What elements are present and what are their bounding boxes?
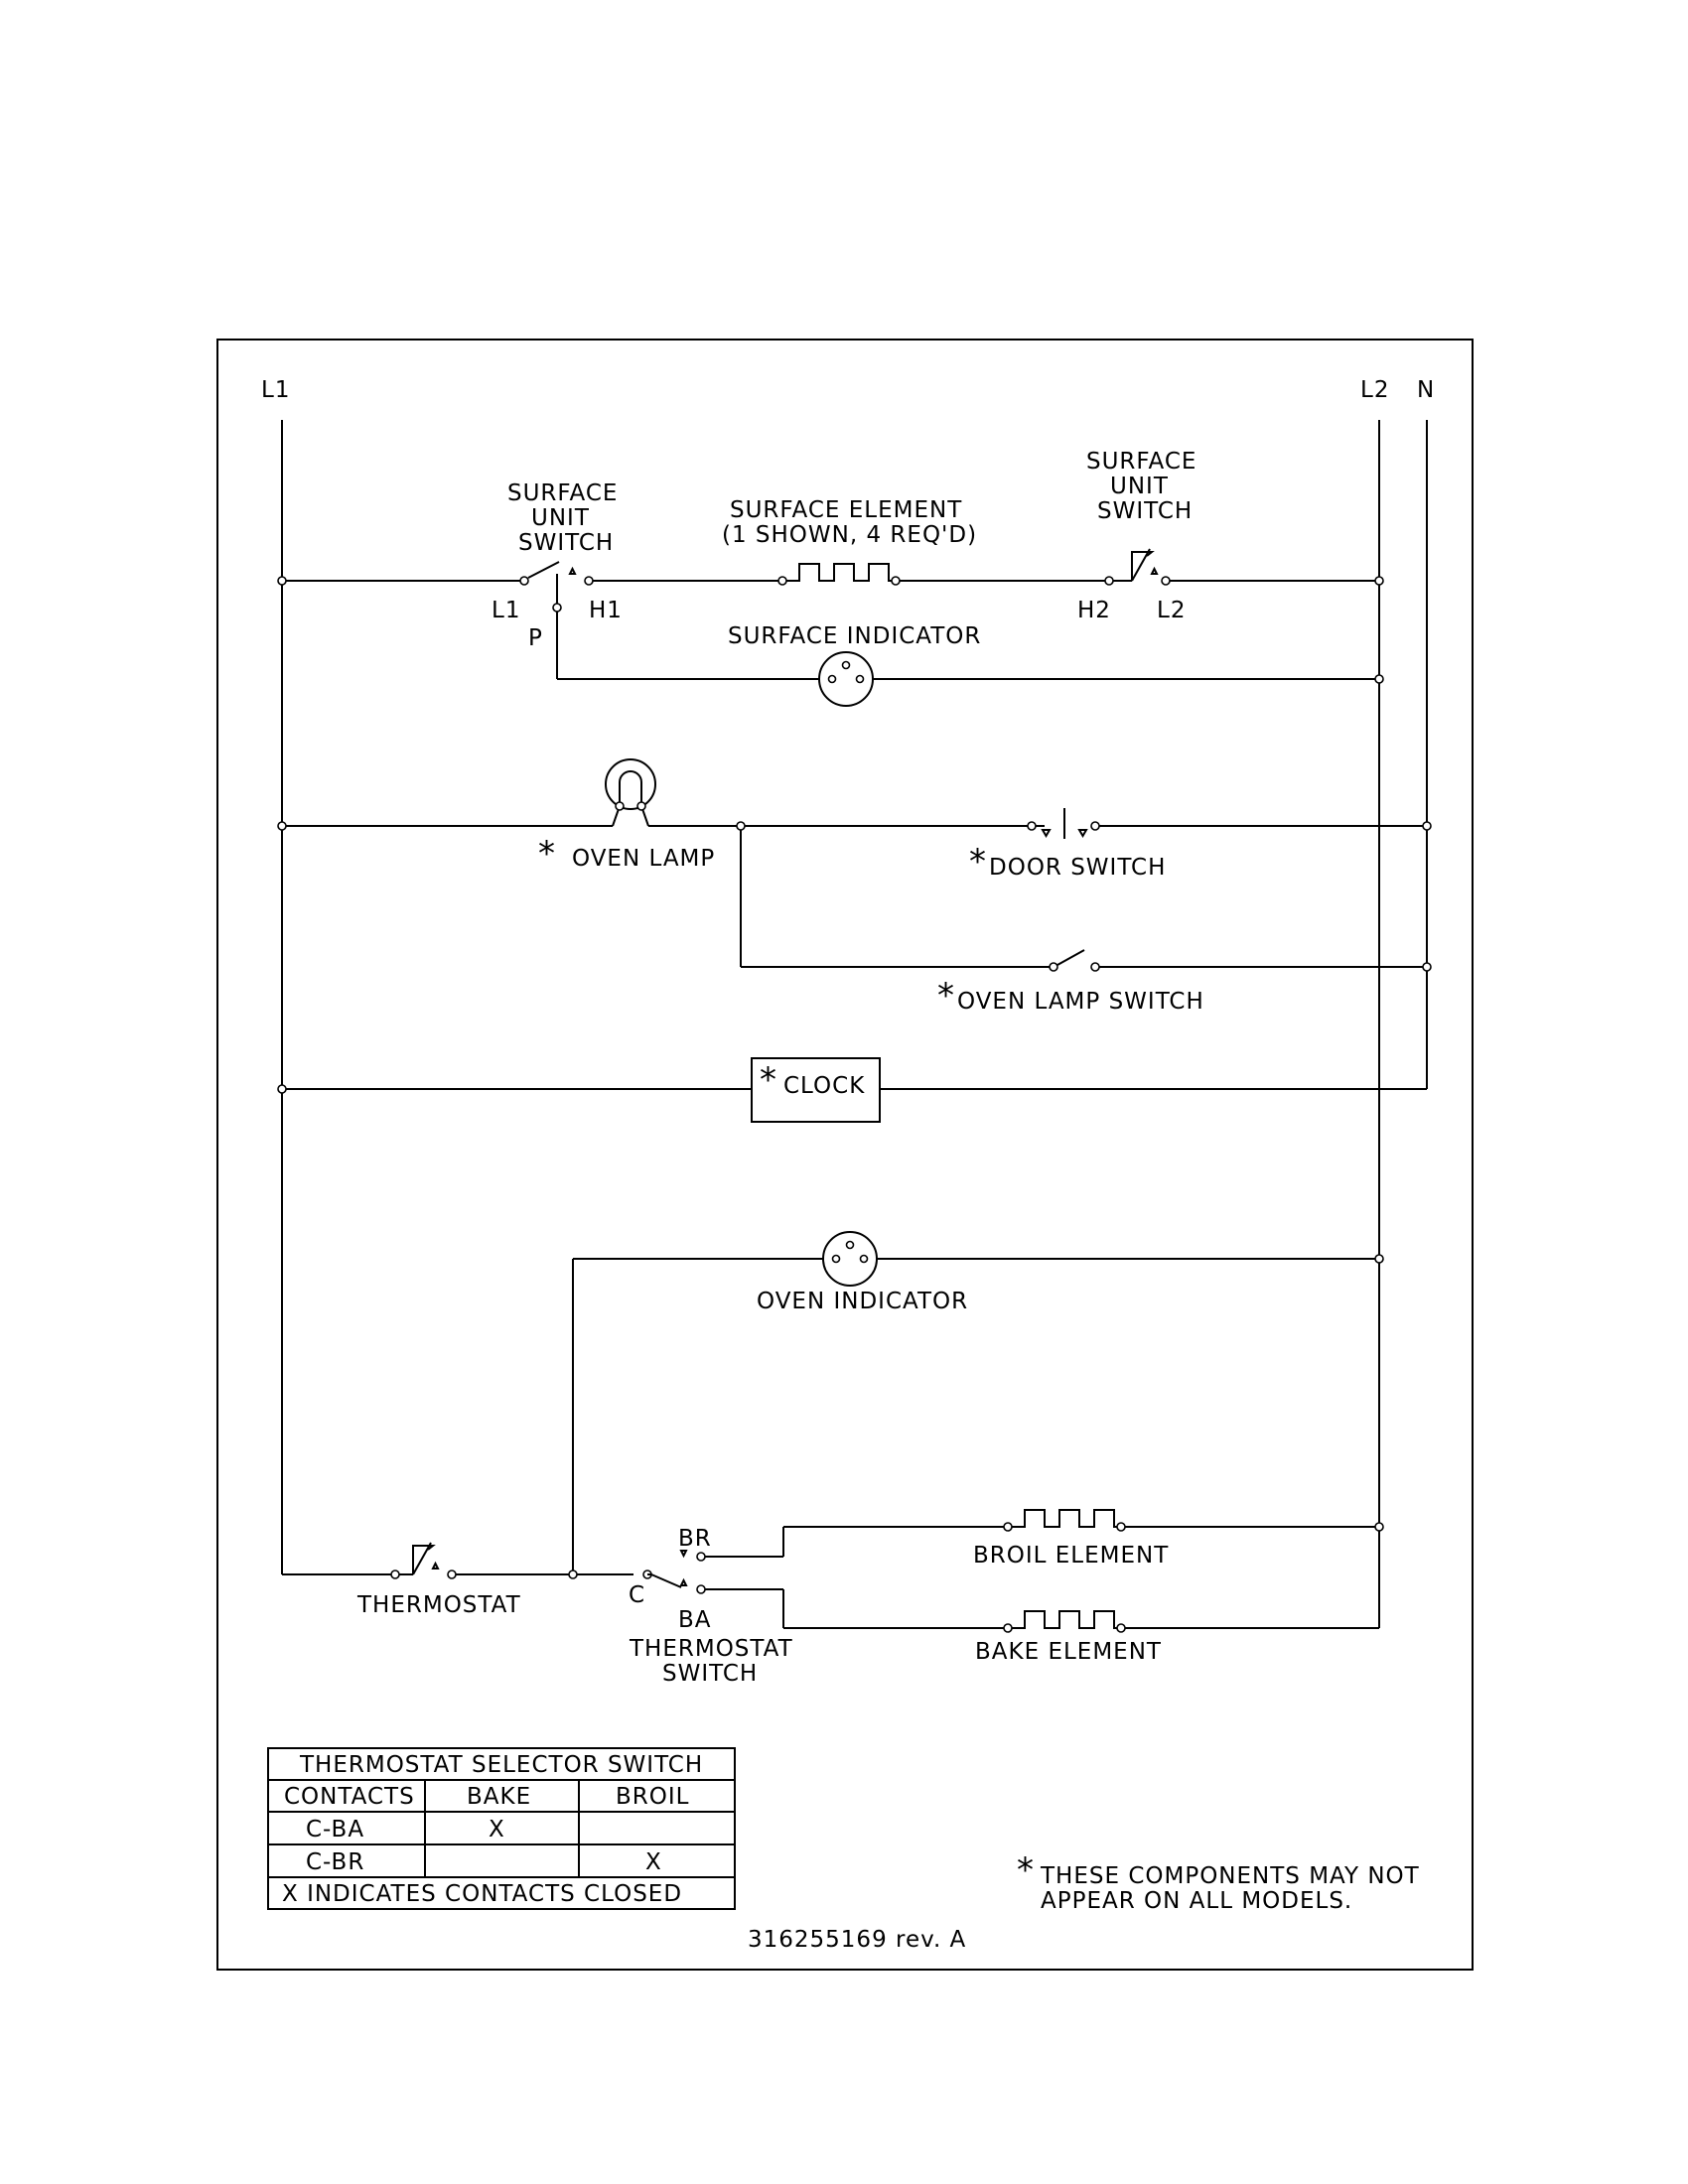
oven-indicator-circuit <box>572 1231 1384 1574</box>
selector-table-header-bake: BAKE <box>467 1784 531 1810</box>
thermostat-switch-title-1: THERMOSTAT <box>629 1636 793 1662</box>
thermostat-switch-br: BR <box>678 1526 712 1552</box>
note-asterisk: * <box>1017 1850 1035 1890</box>
thermostat-switch-ba: BA <box>678 1607 712 1633</box>
surface-switch-right-l2: L2 <box>1157 598 1186 623</box>
thermostat-label: THERMOSTAT <box>356 1592 521 1618</box>
oven-lamp-asterisk: * <box>538 834 556 874</box>
surface-element-note: (1 SHOWN, 4 REQ'D) <box>722 522 977 548</box>
surface-switch-left-title-1: SURFACE <box>507 480 618 506</box>
surface-switch-left-l1: L1 <box>492 598 520 623</box>
surface-switch-left-p: P <box>528 625 543 651</box>
surface-switch-left-title-2: UNIT <box>531 505 590 531</box>
part-number: 316255169 rev. A <box>748 1927 966 1953</box>
rail-label-l1: L1 <box>261 377 290 403</box>
selector-table-title: THERMOSTAT SELECTOR SWITCH <box>299 1752 703 1778</box>
surface-unit-circuit <box>277 548 1384 707</box>
surface-switch-right-title-3: SWITCH <box>1097 498 1193 524</box>
diagram-frame <box>216 339 1474 1971</box>
thermostat-circuit <box>282 1509 1384 1633</box>
selector-table-footer: X INDICATES CONTACTS CLOSED <box>282 1881 682 1907</box>
door-switch-asterisk: * <box>969 842 987 882</box>
selector-table-cell: C-BA <box>306 1817 364 1843</box>
selector-table-cell: C-BR <box>306 1849 364 1875</box>
selector-table-cell: X <box>489 1817 505 1843</box>
note-line-1: THESE COMPONENTS MAY NOT <box>1040 1863 1420 1889</box>
door-switch-label: DOOR SWITCH <box>989 855 1166 881</box>
thermostat-switch-title-2: SWITCH <box>662 1661 758 1687</box>
oven-lamp-label: OVEN LAMP <box>572 846 715 872</box>
surface-switch-right-title-2: UNIT <box>1110 474 1169 499</box>
selector-table-header-broil: BROIL <box>616 1784 689 1810</box>
surface-indicator-label: SURFACE INDICATOR <box>728 623 981 649</box>
rail-label-n: N <box>1417 377 1435 403</box>
oven-lamp-circuit <box>277 758 1432 972</box>
note-line-2: APPEAR ON ALL MODELS. <box>1041 1888 1352 1914</box>
oven-indicator-label: OVEN INDICATOR <box>757 1289 968 1314</box>
surface-switch-left-h1: H1 <box>589 598 623 623</box>
oven-lamp-switch-label: OVEN LAMP SWITCH <box>957 989 1204 1015</box>
selector-table <box>267 1747 736 1910</box>
clock-asterisk: * <box>760 1060 777 1100</box>
bake-element-label: BAKE ELEMENT <box>975 1639 1162 1665</box>
oven-lamp-switch-asterisk: * <box>937 976 955 1016</box>
broil-element-label: BROIL ELEMENT <box>973 1543 1169 1569</box>
rail-label-l2: L2 <box>1360 377 1389 403</box>
surface-switch-left-title-3: SWITCH <box>518 530 614 556</box>
clock-circuit <box>277 1057 1427 1123</box>
selector-table-cell: X <box>645 1849 662 1875</box>
clock-label: CLOCK <box>783 1073 865 1099</box>
selector-table-header-contacts: CONTACTS <box>284 1784 415 1810</box>
surface-element-title: SURFACE ELEMENT <box>730 497 962 523</box>
surface-switch-right-h2: H2 <box>1077 598 1111 623</box>
thermostat-switch-c: C <box>629 1582 645 1608</box>
surface-switch-right-title-1: SURFACE <box>1086 449 1196 475</box>
